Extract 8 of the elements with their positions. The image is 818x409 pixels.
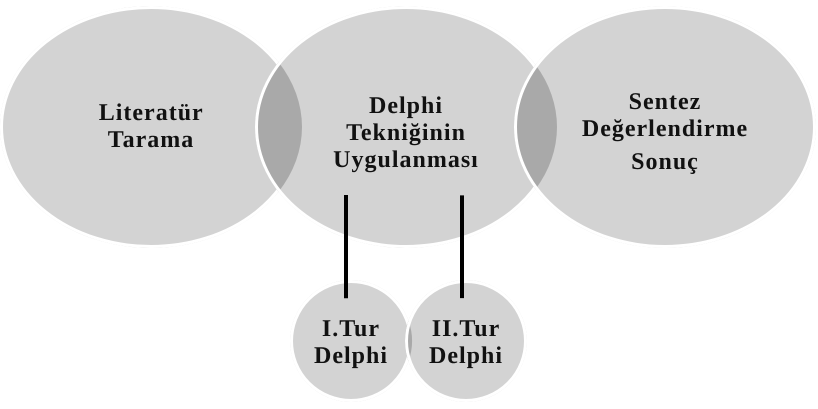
connector-line: [344, 195, 348, 298]
node-label: Sentez Değerlendirme: [582, 88, 748, 142]
node-label: Delphi Tekniğinin Uygulanması: [333, 92, 479, 174]
node-label: Sonuç: [631, 148, 699, 176]
connector-line: [460, 195, 464, 298]
node-label: Literatür Tarama: [98, 100, 204, 154]
node-label: I.Tur Delphi: [314, 316, 388, 370]
node-label: II.Tur Delphi: [428, 316, 503, 370]
